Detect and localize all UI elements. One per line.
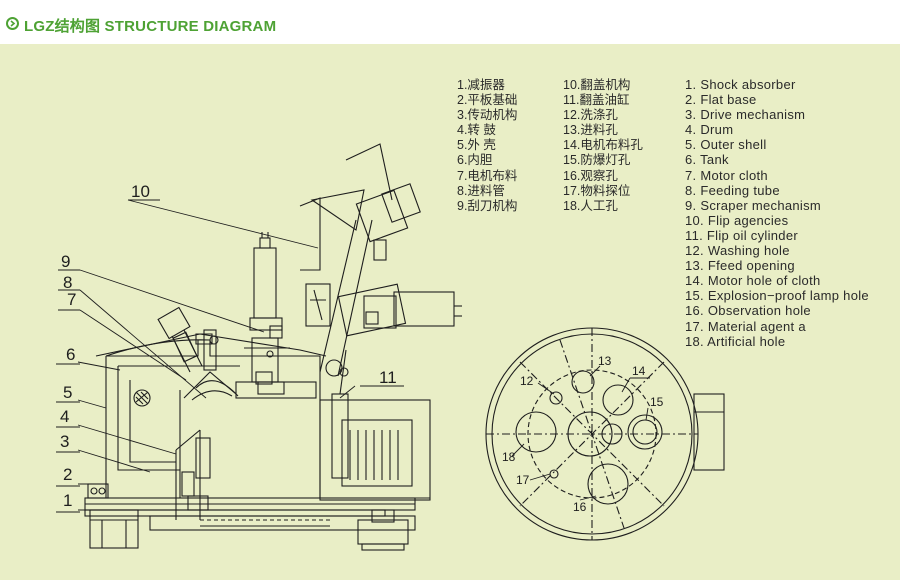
callout-15: 15 — [650, 395, 664, 409]
legend-item: 11.翻盖油缸 — [563, 93, 630, 108]
observation-hole — [587, 463, 629, 505]
flip-agencies — [299, 143, 462, 377]
callout-8: 8 — [63, 273, 72, 292]
side-view-labels: 1 2 3 4 5 6 7 8 9 10 11 — [60, 182, 397, 510]
artificial-hole — [515, 411, 557, 453]
legend-item: 17. Material agent a — [685, 318, 806, 334]
top-view-leaders — [511, 365, 650, 501]
legend-item: 12. Washing hole — [685, 243, 790, 259]
outer-shell — [105, 339, 321, 498]
top-view-drawing — [485, 327, 725, 541]
side-flange — [693, 393, 725, 471]
legend-item: 6.内胆 — [457, 153, 493, 168]
drive-mechanism — [175, 429, 201, 520]
legend-chinese-column-1: 1.减振器 2.平板基础 3.传动机构 4.转 鼓 5.外 壳 6.内胆 7.电… — [457, 78, 517, 214]
callout-10: 10 — [131, 182, 150, 201]
legend-item: 11. Flip oil cylinder — [685, 227, 798, 243]
legend-item: 10. Flip agencies — [685, 212, 789, 228]
legend-item: 8.进料管 — [457, 183, 505, 198]
legend-item: 1.减振器 — [457, 78, 505, 92]
callout-4: 4 — [60, 407, 69, 426]
legend-item: 7. Motor cloth — [685, 167, 768, 183]
legend-item: 5.外 壳 — [457, 138, 496, 153]
motor-cloth-hole — [602, 384, 634, 416]
side-view-leaders — [56, 199, 404, 513]
motor-housing — [319, 399, 431, 501]
legend-item: 15.防爆灯孔 — [563, 153, 631, 168]
legend-chinese-column-2: 10.翻盖机构 11.翻盖油缸 12.洗涤孔 13.进料孔 14.电机布料孔 1… — [563, 78, 643, 214]
legend-item: 7.电机布料 — [457, 168, 518, 183]
legend-item: 16.观察孔 — [563, 168, 618, 183]
legend-item: 14. Motor hole of cloth — [685, 273, 821, 289]
legend-item: 4.转 鼓 — [457, 123, 496, 138]
legend-item: 16. Observation hole — [685, 303, 811, 319]
legend-item: 5. Outer shell — [685, 137, 767, 153]
callout-3: 3 — [60, 432, 69, 451]
feed-opening — [571, 370, 595, 394]
legend-item: 8. Feeding tube — [685, 182, 780, 198]
legend-item: 12.洗涤孔 — [563, 108, 618, 123]
legend-item: 18.人工孔 — [563, 198, 618, 213]
material-probe — [549, 469, 559, 479]
page-title: LGZ结构图 STRUCTURE DIAGRAM — [24, 18, 277, 35]
side-view-drawing — [84, 143, 462, 551]
feeding-tube — [203, 329, 217, 371]
callout-13: 13 — [598, 354, 612, 368]
callout-12: 12 — [520, 374, 534, 388]
flip-oil-cylinder — [331, 393, 349, 479]
legend-item: 1. Shock absorber — [685, 77, 796, 92]
legend-item: 10.翻盖机构 — [563, 78, 631, 92]
motor-cloth — [157, 306, 203, 373]
legend-item: 4. Drum — [685, 122, 734, 138]
drum — [129, 380, 176, 463]
inner-tank — [117, 366, 181, 498]
legend-item: 13.进料孔 — [563, 123, 618, 138]
callout-7: 7 — [67, 290, 76, 309]
top-view-labels: 12 13 14 15 16 17 18 — [502, 354, 664, 514]
legend-item: 15. Explosion−proof lamp hole — [685, 288, 869, 304]
scraper-mechanism — [235, 232, 317, 399]
legend-english: 1. Shock absorber 2. Flat base 3. Drive … — [685, 77, 869, 349]
screen-window — [133, 389, 151, 407]
legend-item: 2. Flat base — [685, 92, 757, 108]
callout-9: 9 — [61, 252, 70, 271]
callout-1: 1 — [63, 491, 72, 510]
callout-6: 6 — [66, 345, 75, 364]
callout-11: 11 — [379, 368, 397, 387]
chevron-right-circle-icon — [6, 17, 19, 30]
legend-item: 3. Drive mechanism — [685, 107, 806, 123]
legend-item: 14.电机布料孔 — [563, 138, 643, 153]
legend-item: 3.传动机构 — [457, 108, 518, 123]
callout-2: 2 — [63, 465, 72, 484]
washing-hole — [549, 391, 563, 405]
legend-item: 13. Ffeed opening — [685, 258, 795, 274]
legend-item: 6. Tank — [685, 152, 729, 168]
legend-item: 18. Artificial hole — [685, 333, 786, 349]
callout-17: 17 — [516, 473, 530, 487]
callout-14: 14 — [632, 364, 646, 378]
explosion-proof-lamp-hole — [632, 419, 658, 445]
callout-5: 5 — [63, 383, 72, 402]
legend-item: 9.刮刀机构 — [457, 198, 518, 213]
callout-18: 18 — [502, 450, 516, 464]
legend-item: 17.物料探位 — [563, 183, 631, 198]
header-bar: LGZ结构图 STRUCTURE DIAGRAM — [0, 0, 900, 44]
callout-16: 16 — [573, 500, 587, 514]
legend-item: 9. Scraper mechanism — [685, 197, 822, 213]
legend-item: 2.平板基础 — [457, 93, 518, 108]
lid-cover — [95, 333, 327, 357]
